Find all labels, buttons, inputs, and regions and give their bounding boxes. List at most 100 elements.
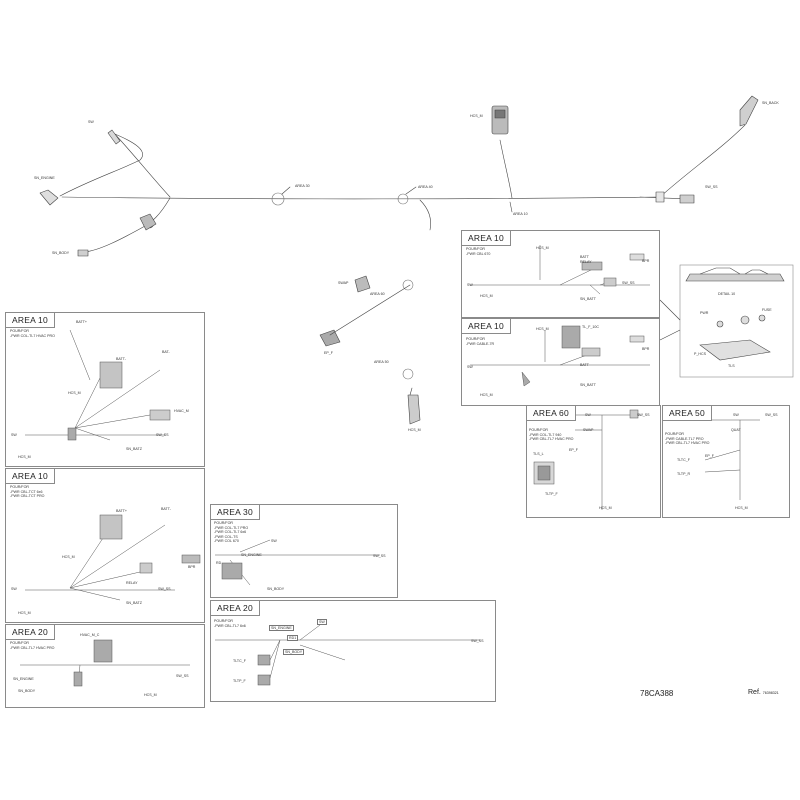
detail-pwr: PWR [700,311,709,315]
panel-area-50: AREA 50 POUR/FOR -PWR CABLE-TL7 PRO -PWR… [662,405,790,518]
label-sn-back: SN_BACK [762,101,779,105]
panel-label: SW [467,283,473,287]
panel-area-30: AREA 30 POUR/FOR -PWR COL-TL7 PRO -PWR C… [210,504,398,598]
fit-note: POUR/FOR -PWR COL-TL7 PRO -PWR COL-TL7 6… [214,521,249,544]
label-area-50-mid: AREA 50 [374,360,389,364]
harness-branch-down [419,199,431,231]
area-tag: AREA 10 [462,319,511,334]
panel-label: HCS_M [68,391,81,395]
reference-label: Ref. [748,689,761,696]
panel-label: BATT- [161,507,171,511]
panel-label: HCS_M [480,393,493,397]
panel-label: SW [317,619,327,625]
panel-label: HCS_M [18,455,31,459]
swap-connector [354,275,371,293]
panel-label: SN_BODY [18,689,36,693]
panel-label: BATT [580,255,589,259]
panel-label: HVAC_M_C [80,633,100,637]
panel-label: HCS_M [18,611,31,615]
label-area-30-top: AREA 30 [295,184,310,188]
panel-label: BATT [580,363,589,367]
harness-branch-back [659,124,746,198]
label-area-60-mid: AREA 60 [370,292,385,296]
diagram-code: 78CA388 [640,689,674,698]
sn-body-connector [77,249,89,257]
panel-label: HCS_M [480,294,493,298]
area-tag: AREA 10 [462,231,511,246]
panel-label: SW_SS [158,587,171,591]
panel-label: SN_BATZ [126,601,142,605]
panel-label: HCS_M [536,246,549,250]
panel-label: TLTC_F [233,659,246,663]
panel-label: BPR [188,565,196,569]
panel-label: SW_SS [471,639,484,643]
panel-label: SN_ENGINE [241,553,262,557]
panel-area-60: AREA 60 POUR/FOR -PWR COL-TL7 940 -PWR C… [526,405,661,518]
fit-note: POUR/FOR -PWR CBL-TCT 6x6 -PWR CBL-TCT P… [10,485,45,499]
panel-label: TLS_L [533,452,544,456]
sw-connector-top [107,129,121,145]
sw-ss-connector [679,194,695,204]
panel-label: RD1 [287,635,299,641]
reference-value: 76398321 [762,691,779,695]
label-sn-body: SN_BODY [52,251,70,255]
panel-label: SN_BODY [283,649,305,655]
panel-label: TLTP_F [545,492,558,496]
panel-label: HCS_M [536,327,549,331]
detail-tls: TLS [728,364,735,368]
panel-label: BATT- [116,357,126,361]
fit-note: POUR/FOR -PWR COL-TL7 HVAC PRO [10,329,55,338]
panel-label: SN_BATZ [126,447,142,451]
label-area-10-top: AREA 10 [513,212,528,216]
panel-label: SW [585,413,591,417]
panel-label: SW_SS [622,281,635,285]
label-hcs-m-lower: HCS_M [408,428,421,432]
main-harness-trunk [61,196,661,200]
label-ep-f: EP_F [324,351,333,355]
panel-label: SW [11,587,17,591]
sn-engine-connector [39,189,59,206]
area-tag: AREA 60 [527,406,576,421]
panel-label: SW_SS [637,413,650,417]
panel-label: SW [733,413,739,417]
panel-label: SW [11,433,17,437]
panel-label: SW_SS [765,413,778,417]
panel-label: SW_SS [156,433,169,437]
panel-label: EP_F [705,454,714,458]
panel-area-20-center: AREA 20 POUR/FOR -PWR CBL-TL7 6x6 SW SN_… [210,600,496,702]
panel-label: TLTC_F [677,458,690,462]
panel-label: HCS_M [144,693,157,697]
panel-area-10-left-lower: AREA 10 POUR/FOR -PWR CBL-TCT 6x6 -PWR C… [5,468,205,623]
panel-label: BPR [642,347,650,351]
panel-label: BAT- [162,350,170,354]
panel-label: SW_SS [176,674,189,678]
panel-label: RELAY [126,581,138,585]
fit-note: POUR/FOR -PWR CBL-TL7 HVAC PRO [10,641,55,650]
panel-area-10-top: AREA 10 POUR/FOR -PWR CBL 670 HCS_M BATT… [461,230,660,318]
label-swap: SWAP [338,281,349,285]
panel-label: TL_F_10C [582,325,599,329]
panel-label: HCS_M [599,506,612,510]
detail-bar [685,273,785,282]
panel-area-20-left: AREA 20 POUR/FOR -PWR CBL-TL7 HVAC PRO H… [5,624,205,708]
label-hcs-m: HCS_M [470,114,483,118]
label-sw-ss: SW_SS [705,185,718,189]
fit-note: POUR/FOR -PWR COL-TL7 940 -PWR CBL-TL7 H… [529,428,574,442]
area-tag: AREA 20 [211,601,260,616]
panel-label: SW [467,365,473,369]
panel-label: SW [271,539,277,543]
panel-label: HVAC_M [174,409,189,413]
label-area-40: AREA 40 [418,185,433,189]
harness-branch-left-up [59,131,143,197]
area-tag: AREA 10 [6,313,55,328]
area-tag: AREA 30 [211,505,260,520]
panel-label: SN_ENGINE [13,677,34,681]
panel-label: SW_SS [373,554,386,558]
fit-note: POUR/FOR -PWR CABLE-TL7 PRO -PWR CBL-TL7… [665,432,710,446]
fit-note: POUR/FOR -PWR CBL 670 [466,247,491,256]
reference: Ref. 76398321 [748,689,779,696]
detail-label: DETAIL 10 [718,292,736,296]
panel-label: QUAT [731,428,741,432]
panel-label: TLTP_F [233,679,246,683]
